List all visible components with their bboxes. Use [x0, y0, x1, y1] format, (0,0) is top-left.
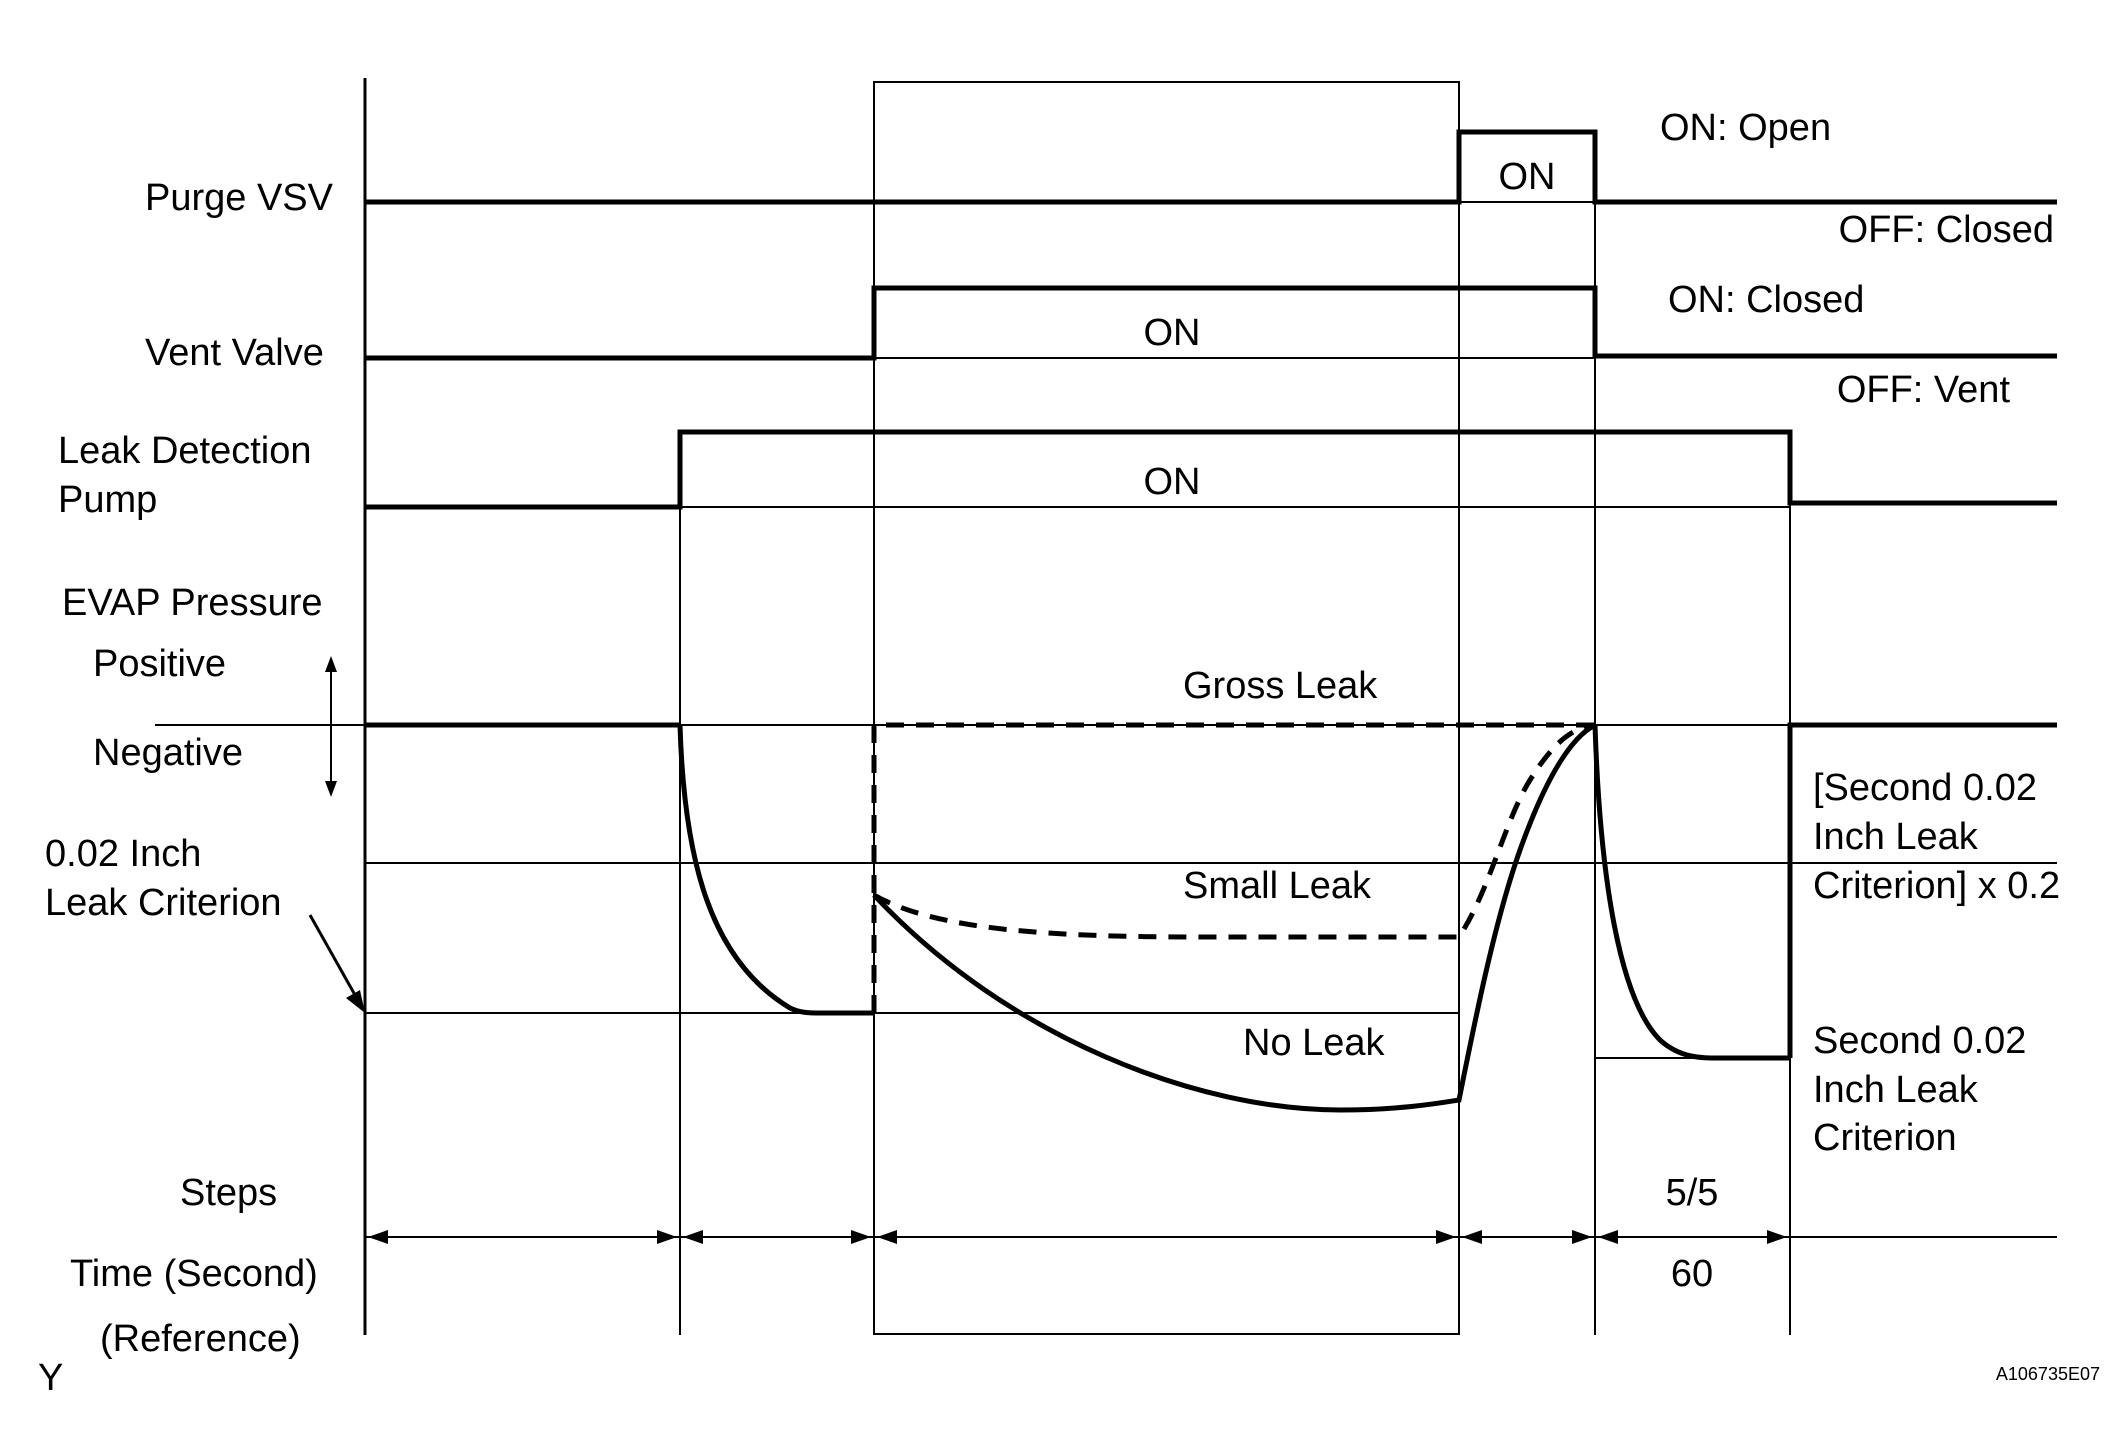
pressure-curves: [365, 722, 2057, 1113]
second-note-1: Second 0.02: [1813, 1020, 2026, 1062]
small-leak-label: Small Leak: [1183, 865, 1372, 907]
label-positive: Positive: [93, 643, 226, 685]
label-steps: Steps: [180, 1172, 277, 1214]
vent-on-label: ON: [1144, 312, 1201, 354]
label-negative: Negative: [93, 732, 243, 774]
positive-negative-arrow: [325, 656, 337, 797]
ratio-note-1: [Second 0.02: [1813, 767, 2037, 809]
corner-mark: Y: [38, 1357, 63, 1399]
gross-leak-label: Gross Leak: [1183, 665, 1378, 707]
second-note-2: Inch Leak: [1813, 1069, 1979, 1111]
purge-on-label: ON: [1499, 156, 1556, 198]
label-evap-pressure: EVAP Pressure: [62, 582, 323, 624]
label-vent-valve: Vent Valve: [145, 332, 324, 374]
label-leak-pump-2: Pump: [58, 479, 157, 521]
label-leak-pump-1: Leak Detection: [58, 430, 312, 472]
step-5-label: 5/5: [1666, 1172, 1719, 1214]
vent-on-meaning: ON: Closed: [1668, 279, 1864, 321]
purge-vsv-waveform: [365, 129, 2057, 205]
label-reference: (Reference): [100, 1318, 301, 1360]
step-3-box: [873, 81, 1460, 1335]
second-note-3: Criterion: [1813, 1117, 1957, 1159]
criterion-pointer-arrow: [308, 914, 365, 1013]
figure-code: A106735E07: [1996, 1364, 2100, 1384]
vent-off-meaning: OFF: Vent: [1837, 369, 2011, 411]
label-time: Time (Second): [70, 1253, 318, 1295]
vent-valve-waveform: [365, 285, 2057, 361]
no-leak-label: No Leak: [1243, 1022, 1386, 1064]
time-dimension-row: [365, 1230, 2057, 1244]
label-purge-vsv: Purge VSV: [145, 177, 334, 219]
purge-off-meaning: OFF: Closed: [1839, 209, 2054, 251]
purge-on-meaning: ON: Open: [1660, 107, 1831, 149]
ratio-note-2: Inch Leak: [1813, 816, 1979, 858]
label-criterion-1: 0.02 Inch: [45, 833, 201, 875]
label-criterion-2: Leak Criterion: [45, 882, 282, 924]
pump-on-label: ON: [1144, 461, 1201, 503]
step-5-time: 60: [1671, 1253, 1713, 1295]
leak-pump-waveform: [365, 429, 2057, 510]
ratio-note-3: Criterion] x 0.2: [1813, 865, 2060, 907]
